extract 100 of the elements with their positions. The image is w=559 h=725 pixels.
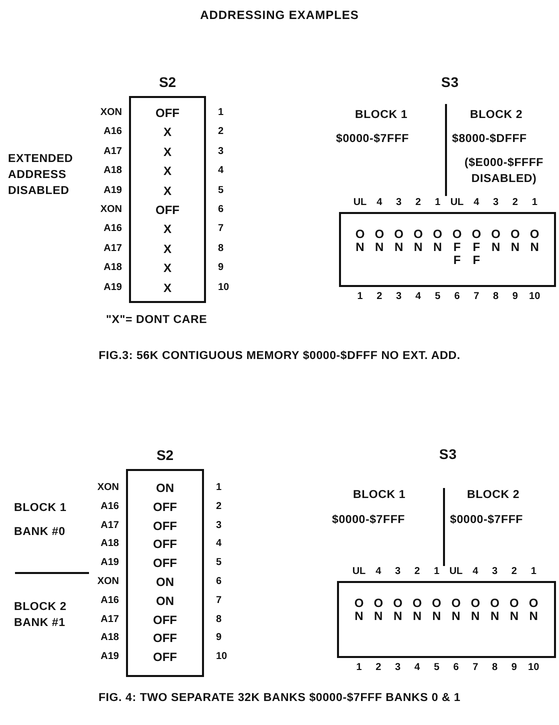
address-line-label: A17 (100, 520, 119, 532)
figure-caption: FIG.3: 56K CONTIGUOUS MEMORY $0000-$DFFF NO EXT. ADD. (98, 349, 462, 364)
block-bit-label: 4 (376, 566, 382, 578)
switch-position-number: 9 (511, 662, 517, 674)
switch-position-number: 4 (414, 662, 420, 674)
switch-position-number: 10 (218, 282, 230, 294)
address-line-label: A19 (104, 184, 122, 197)
switch-position-number: 7 (218, 223, 224, 236)
address-line-label: A18 (100, 538, 119, 550)
switch-name: S3 (440, 74, 460, 90)
address-line-label: A19 (100, 651, 119, 664)
switch-setting: ON (490, 228, 502, 254)
switch-position-number: 7 (472, 662, 478, 674)
block-bit-label: UL (449, 566, 463, 578)
annotation-text: BLOCK 1 (355, 108, 409, 123)
annotation-text: BLOCK 1 (353, 488, 407, 503)
block-bit-label: UL (450, 197, 464, 209)
switch-position-number: 6 (216, 576, 222, 588)
switch-setting: X (164, 164, 172, 178)
diagram-title: ADDRESSING EXAMPLES (199, 8, 360, 22)
address-line-label: A19 (104, 282, 122, 294)
switch-position-number: 3 (218, 146, 224, 158)
annotation-text: $0000-$7FFF (450, 513, 524, 528)
block-bit-label: 3 (395, 566, 401, 578)
address-line-label: A19 (100, 557, 119, 570)
block-bit-label: 3 (493, 197, 499, 209)
switch-setting: X (164, 222, 172, 236)
block-bit-label: 2 (415, 197, 421, 209)
switch-setting: X (164, 125, 172, 140)
switch-position-number: 2 (218, 126, 224, 138)
address-line-label: XON (100, 204, 122, 216)
switch-setting: ON (156, 481, 174, 495)
block-bit-label: 1 (530, 566, 536, 578)
block-bit-label: 2 (414, 566, 420, 578)
switch-setting: ON (392, 597, 404, 624)
switch-setting: ON (510, 228, 521, 254)
address-line-label: XON (97, 576, 119, 588)
switch-position-number: 9 (218, 262, 224, 274)
annotation-text: ($E000-$FFFF DISABLED) (463, 156, 544, 187)
switch-name: S3 (438, 446, 458, 462)
switch-position-number: 6 (218, 204, 224, 216)
block-bit-label: 3 (492, 566, 498, 578)
switch-position-number: 5 (218, 184, 224, 197)
switch-position-number: 8 (218, 242, 224, 255)
switch-setting: ON (354, 228, 366, 254)
switch-setting: X (164, 242, 172, 256)
switch-position-number: 8 (216, 614, 222, 626)
block-bit-label: 4 (376, 197, 382, 209)
switch-setting: X (164, 280, 172, 295)
switch-setting: ON (412, 228, 424, 254)
switch-position-number: 1 (216, 482, 222, 494)
switch-position-number: 4 (415, 291, 421, 303)
block-bit-label: 2 (512, 197, 518, 209)
switch-position-number: 5 (434, 662, 440, 674)
annotation-text: $8000-$DFFF (452, 132, 528, 147)
switch-setting: OFF (451, 228, 463, 268)
switch-position-number: 2 (376, 291, 382, 303)
switch-position-number: 5 (216, 557, 222, 570)
annotation-text: BLOCK 2 (470, 108, 524, 123)
annotation-text: BLOCK 1 BANK #0 (14, 501, 68, 540)
address-line-label: A16 (100, 594, 119, 607)
switch-position-number: 3 (216, 520, 222, 532)
block-bit-label: 3 (396, 197, 402, 209)
switch-setting: X (164, 144, 172, 159)
address-line-label: A17 (104, 146, 122, 158)
block-bit-label: 2 (511, 566, 517, 578)
switch-position-number: 10 (528, 662, 540, 674)
switch-setting: OFF (153, 537, 177, 552)
address-line-label: A17 (100, 614, 119, 626)
switch-position-number: 4 (218, 165, 224, 178)
address-line-label: XON (97, 482, 119, 494)
switch-setting: ON (372, 597, 384, 624)
address-line-label: A18 (104, 262, 122, 274)
block-bit-label: UL (352, 566, 366, 578)
switch-position-number: 1 (218, 107, 224, 119)
switch-setting: ON (508, 597, 520, 624)
switch-position-number: 1 (356, 662, 362, 674)
annotation-text: EXTENDED ADDRESS DISABLED (8, 152, 74, 199)
switch-position-number: 9 (216, 632, 222, 644)
switch-position-number: 8 (493, 291, 499, 303)
switch-setting: X (164, 261, 172, 276)
switch-setting: ON (156, 575, 174, 589)
switch-setting: ON (156, 594, 174, 608)
block-bit-label: 4 (474, 197, 480, 209)
switch-position-number: 6 (454, 291, 460, 303)
annotation-text: $0000-$7FFF (336, 132, 410, 147)
switch-position-number: 1 (357, 291, 363, 303)
switch-setting: OFF (153, 612, 177, 627)
switch-position-number: 10 (529, 291, 540, 303)
switch-position-number: 3 (396, 291, 402, 303)
switch-setting: OFF (156, 106, 180, 120)
switch-setting: OFF (470, 228, 482, 268)
switch-setting: ON (353, 597, 365, 624)
switch-setting: ON (412, 597, 423, 624)
address-line-label: A18 (100, 632, 119, 644)
annotation-text: $0000-$7FFF (332, 513, 406, 528)
switch-position-number: 2 (376, 662, 382, 674)
block-bit-label: 1 (434, 566, 440, 578)
block-bit-label: 4 (472, 566, 478, 578)
address-line-label: XON (100, 107, 122, 119)
